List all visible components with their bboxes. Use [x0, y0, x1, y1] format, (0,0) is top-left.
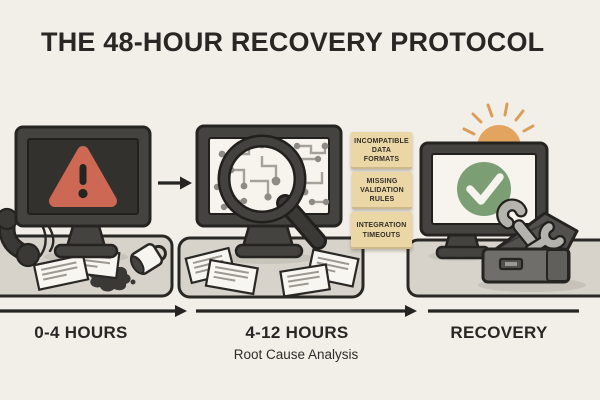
timeline-arrowhead-icon — [405, 305, 417, 317]
stage-label-recovery: RECOVERY — [450, 323, 548, 342]
flow-arrow-icon — [158, 176, 192, 190]
alert-monitor — [14, 125, 152, 228]
sticky-note-integration-timeouts: INTEGRATION TIMEOUTS — [351, 212, 412, 249]
sticky-note-incompatible-data-formats: INCOMPATIBLE DATA FORMATS — [351, 132, 412, 169]
stage2-analysis-illustration — [184, 124, 360, 298]
stage-label-0-4-hours: 0-4 HOURS — [34, 323, 128, 342]
warning-triangle-icon — [49, 146, 117, 207]
monitor-stand — [53, 224, 119, 259]
timeline-arrowhead-icon — [175, 305, 187, 317]
recovery-monitor — [419, 141, 549, 237]
stage-sublabel-root-cause-analysis: Root Cause Analysis — [233, 347, 359, 362]
scattered-papers-icon — [184, 246, 360, 298]
stage1-crisis-illustration — [0, 125, 167, 292]
timeline-axis — [0, 305, 579, 317]
magnifier-icon — [217, 134, 327, 250]
toolbox-icon — [478, 198, 586, 292]
stage-label-4-12-hours: 4-12 HOURS — [245, 323, 349, 342]
monitor-stand — [234, 224, 304, 259]
stage3-recovery-illustration — [419, 102, 586, 292]
check-circle-icon — [457, 162, 511, 216]
page-title: THE 48-HOUR RECOVERY PROTOCOL — [41, 27, 545, 57]
sticky-note-missing-validation-rules: MISSING VALIDATION RULES — [352, 172, 412, 209]
